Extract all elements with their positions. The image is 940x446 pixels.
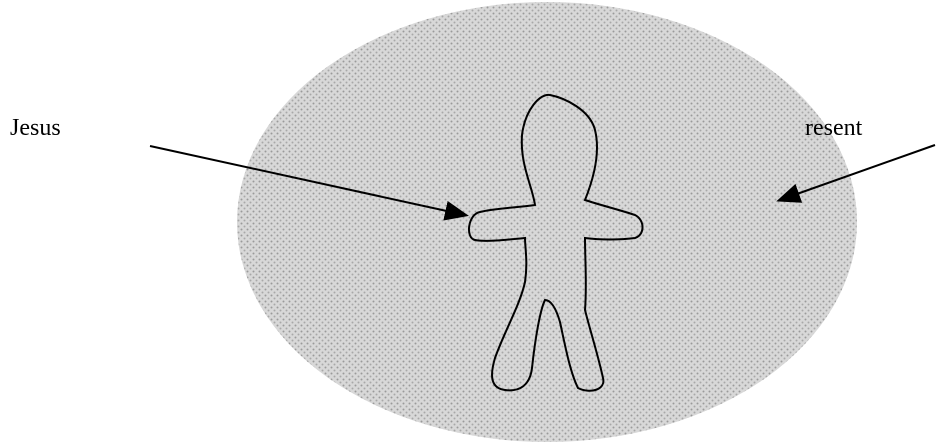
label-jesus: Jesus [10, 116, 61, 140]
presence-field-ellipse [237, 2, 857, 442]
label-present-partial: resent [805, 116, 862, 140]
